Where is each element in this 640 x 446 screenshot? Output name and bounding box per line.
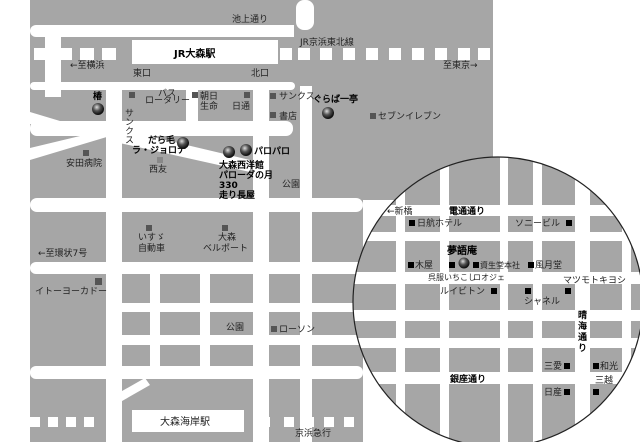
dir-kanjo7: ←至環状7号 bbox=[38, 247, 87, 259]
dir-tokyo: 至東京→ bbox=[443, 59, 478, 71]
restaurant-hashiri: 走り長屋 bbox=[218, 189, 255, 201]
road-harumi: 晴 海 通 り bbox=[578, 309, 587, 354]
shop-marker bbox=[525, 288, 531, 294]
svg-text:海: 海 bbox=[578, 320, 587, 332]
label-yasuda: 安田病院 bbox=[66, 157, 102, 169]
shop-marker bbox=[146, 225, 152, 231]
restaurant-marker bbox=[240, 144, 252, 156]
label-loiseau: ロオジェ bbox=[473, 273, 505, 282]
road-jr-line: JR京浜東北線 bbox=[299, 36, 354, 48]
restaurant-daramoe: だら毛 bbox=[148, 134, 175, 146]
shop-marker bbox=[491, 288, 497, 294]
label-lawson: ローソン bbox=[279, 325, 315, 335]
shop-marker bbox=[528, 262, 534, 268]
shop-marker bbox=[593, 363, 599, 369]
label-sony-building: ソニービル bbox=[515, 218, 560, 229]
shop-marker bbox=[449, 262, 455, 268]
restaurant-marker bbox=[322, 107, 334, 119]
shop-marker bbox=[95, 278, 102, 285]
shop-marker bbox=[270, 112, 276, 118]
shop-marker bbox=[564, 363, 570, 369]
keikyu-rail-line bbox=[30, 417, 354, 427]
station-omori: JR大森駅 bbox=[173, 47, 216, 60]
label-isuzu: いすゞ bbox=[138, 232, 165, 243]
label-asahi: 朝日 bbox=[200, 91, 218, 102]
label-asahi-2: 生命 bbox=[200, 100, 218, 112]
shop-marker bbox=[593, 389, 599, 395]
shop-marker bbox=[408, 262, 414, 268]
label-ito-yokado: イトーヨーカドー bbox=[35, 286, 107, 297]
label-sanks-vertical: サンクス bbox=[123, 108, 134, 144]
shop-marker bbox=[409, 220, 415, 226]
shop-marker bbox=[270, 93, 276, 99]
label-park: 公園 bbox=[282, 179, 300, 190]
restaurant-omori-seiyokan: 大森西洋館 bbox=[219, 159, 264, 171]
label-bellport: 大森 bbox=[218, 231, 236, 243]
shop-marker bbox=[473, 262, 479, 268]
road-dentsu: 電通通り bbox=[449, 205, 485, 217]
label-kiya: 木屋 bbox=[415, 259, 433, 271]
station-omori-kaigan: 大森海岸駅 bbox=[160, 415, 210, 428]
restaurant-mugoan: 夢語庵 bbox=[447, 244, 478, 257]
jr-rail-line bbox=[34, 48, 490, 60]
shop-marker bbox=[129, 92, 135, 98]
label-isuzu-2: 自動車 bbox=[138, 242, 165, 254]
label-shiseido: 資生堂本社 bbox=[480, 260, 520, 270]
label-seven-eleven: セブンイレブン bbox=[378, 110, 441, 122]
dir-yokohama: ←至横浜 bbox=[70, 59, 105, 71]
shop-marker bbox=[192, 92, 198, 98]
restaurant-marker bbox=[458, 257, 470, 269]
label-sanai: 三愛 bbox=[544, 360, 562, 372]
restaurant-marker bbox=[223, 146, 235, 158]
label-seiyu: 西友 bbox=[149, 163, 167, 175]
shop-marker bbox=[222, 225, 228, 231]
label-nissan: 日産 bbox=[544, 386, 562, 398]
svg-text:通: 通 bbox=[578, 331, 587, 343]
shop-marker bbox=[83, 150, 89, 156]
shop-marker bbox=[244, 92, 250, 98]
label-wako: 和光 bbox=[600, 360, 618, 372]
restaurant-tsubaki: 椿 bbox=[93, 90, 103, 102]
omori-map bbox=[30, 0, 493, 442]
exit-north: 北口 bbox=[251, 68, 269, 79]
label-park-2: 公園 bbox=[226, 322, 244, 333]
label-shoten: 書店 bbox=[279, 110, 297, 122]
jr-omori-station bbox=[132, 40, 278, 64]
svg-text:り: り bbox=[578, 343, 587, 354]
label-ichikoshi: 呉服いちこし bbox=[428, 273, 476, 282]
shop-marker bbox=[370, 113, 376, 119]
label-mitsukoshi: 三越 bbox=[595, 374, 613, 386]
label-nikko-hotel: 日航ホテル bbox=[417, 217, 462, 229]
dir-shinbashi: ←新橋 bbox=[387, 205, 413, 217]
label-rotary: ロータリー bbox=[145, 95, 190, 106]
shop-marker bbox=[157, 157, 163, 163]
label-nittsu: 日通 bbox=[232, 101, 250, 112]
label-bellport-2: ベルポート bbox=[203, 243, 248, 254]
label-bus: バス bbox=[158, 88, 176, 99]
road-keikyu: 京浜急行 bbox=[295, 427, 331, 439]
svg-text:晴: 晴 bbox=[578, 309, 587, 321]
road-ikegami: 池上通り bbox=[232, 13, 268, 25]
shop-marker bbox=[564, 389, 570, 395]
shop-marker bbox=[565, 288, 571, 294]
label-louis-vuitton: ルイビトン bbox=[440, 286, 485, 297]
label-chanel: シャネル bbox=[524, 296, 560, 307]
label-matsumoto-kiyoshi: マツモトキヨシ bbox=[563, 276, 626, 286]
label-sanks: サンクス bbox=[279, 91, 315, 102]
restaurant-guraba: ぐらば一亭 bbox=[313, 93, 358, 105]
restaurant-marker bbox=[92, 103, 104, 115]
shop-marker bbox=[566, 220, 572, 226]
shop-marker bbox=[271, 326, 277, 332]
road-ginza: 銀座通り bbox=[450, 373, 486, 385]
ginza-inset-map bbox=[352, 156, 640, 446]
restaurant-marker bbox=[177, 137, 189, 149]
label-fugetsudo: 風月堂 bbox=[535, 259, 562, 271]
restaurant-paropar: パロパロ bbox=[254, 145, 290, 157]
exit-east: 東口 bbox=[133, 67, 151, 79]
restaurant-330: 330 bbox=[219, 181, 238, 191]
omori-kaigan-station bbox=[132, 410, 244, 432]
restaurant-la-llorona: ラ・ジョロナ bbox=[132, 145, 186, 156]
restaurant-paroda: パローダの月 bbox=[219, 169, 273, 181]
